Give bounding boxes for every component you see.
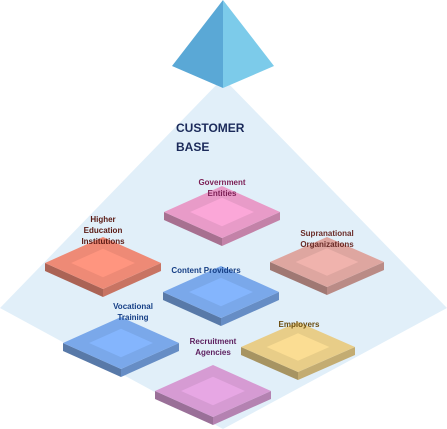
tile-left-side	[163, 292, 221, 326]
tile-left-side	[63, 343, 121, 377]
label-line: Content Providers	[171, 266, 241, 275]
label-line: Government	[198, 178, 246, 187]
tile-right-side	[327, 262, 384, 295]
label-line: Agencies	[195, 347, 231, 357]
tile-supranational-organizations	[270, 237, 384, 295]
tile-top-inner	[190, 197, 254, 227]
tile-vocational-training	[63, 317, 179, 377]
label-line: Higher	[90, 215, 116, 224]
customer-base-title-line-2: BASE	[176, 140, 210, 155]
tile-recruitment-agencies	[155, 365, 271, 425]
label-line: Recruitment	[189, 337, 237, 346]
label-line: Organizations	[300, 239, 354, 249]
tile-left-side	[155, 391, 213, 425]
tile-left-side	[241, 347, 298, 380]
apex-left-face	[172, 0, 223, 88]
tile-right-side	[213, 391, 271, 425]
label-line: Supranational	[300, 229, 354, 238]
tile-top-inner	[181, 376, 245, 406]
tile-employers	[241, 322, 355, 380]
tile-top-inner	[89, 328, 153, 358]
tile-right-side	[222, 212, 280, 246]
apex-right-face	[223, 0, 274, 88]
label-line: Vocational	[113, 302, 153, 311]
tile-right-side	[121, 343, 179, 377]
tile-content-providers	[163, 266, 279, 326]
tile-right-side	[103, 263, 161, 297]
tile-right-side	[221, 292, 279, 326]
tile-top-inner	[71, 248, 135, 278]
customer-base-title-line-1: CUSTOMER	[176, 121, 245, 135]
label-employers: Employers	[249, 320, 349, 331]
tile-right-side	[298, 347, 355, 380]
tile-top-inner	[295, 248, 359, 276]
tile-left-side	[164, 212, 222, 246]
tile-top-inner	[266, 333, 330, 361]
label-line: Institutions	[81, 236, 125, 246]
label-line: Training	[117, 312, 149, 322]
tile-higher-education-institutions	[45, 237, 161, 297]
tile-top-inner	[189, 277, 253, 307]
label-line: Employers	[278, 320, 320, 329]
tile-left-side	[270, 262, 327, 295]
label-content-providers: Content Providers	[156, 266, 256, 277]
tile-government-entities	[164, 186, 280, 246]
label-line: Education	[83, 225, 123, 235]
tile-left-side	[45, 263, 103, 297]
customer-base-title: CUSTOMER BASE	[176, 119, 296, 157]
label-line: Entities	[207, 188, 237, 198]
